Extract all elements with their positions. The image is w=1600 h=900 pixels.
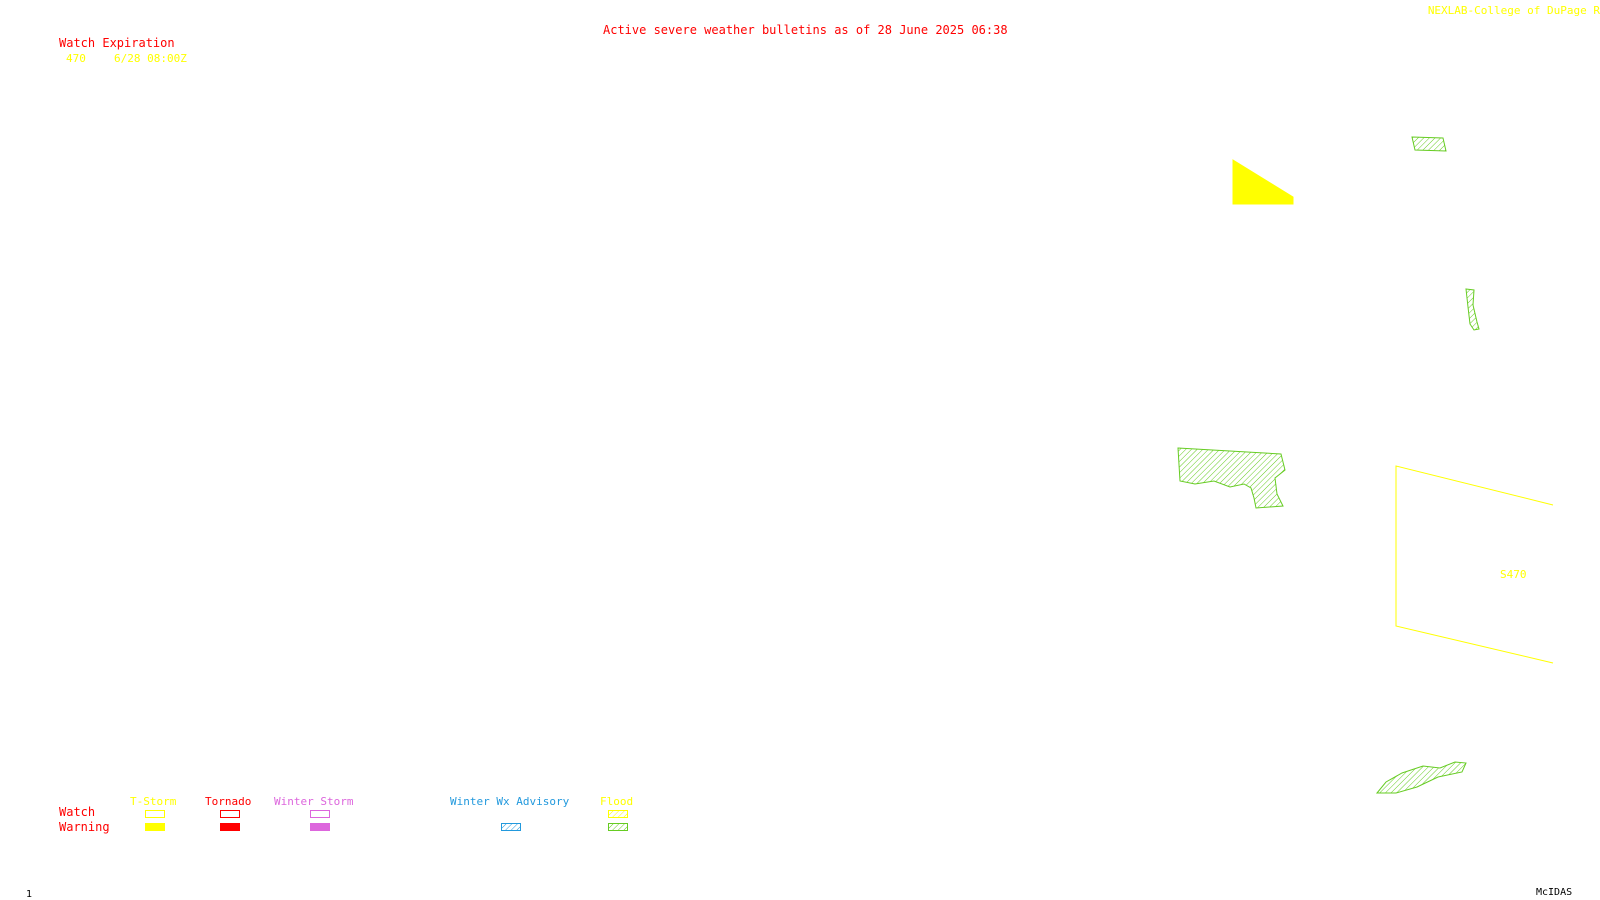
legend-winter-storm-warning-swatch: [310, 823, 330, 831]
legend-tornado-warning-swatch: [220, 823, 240, 831]
watch-expiration-time: 6/28 08:00Z: [114, 52, 187, 65]
software-label: McIDAS: [1536, 887, 1573, 898]
legend-row-warning-label: Warning: [59, 820, 110, 834]
credit-label: NEXLAB-College of DuPage R: [1427, 4, 1600, 17]
legend-flood-label: Flood: [600, 795, 634, 808]
legend-winter-wx-advisory-label: Winter Wx Advisory: [450, 795, 570, 808]
flood-warning-polygon[interactable]: [1465, 288, 1480, 331]
watch-box-label: S470: [1500, 568, 1527, 581]
legend-row-watch-label: Watch: [59, 805, 96, 819]
legend-tstorm-watch-swatch: [145, 810, 165, 818]
legend-winter-storm-label: Winter Storm: [274, 795, 354, 808]
legend-flood-warning-swatch: [608, 823, 628, 831]
legend-winter-wx-advisory-swatch: [501, 823, 521, 831]
page-title: Active severe weather bulletins as of 28…: [603, 23, 1008, 37]
watch-expiration-number: 470: [66, 52, 86, 65]
legend-winter-storm-watch-swatch: [310, 810, 330, 818]
flood-warning-polygon[interactable]: [1375, 761, 1467, 794]
legend-tstorm-warning-swatch: [145, 823, 165, 831]
flood-warning-polygon[interactable]: [1177, 447, 1286, 509]
flood-warning-polygon[interactable]: [1411, 136, 1447, 152]
legend-tornado-watch-swatch: [220, 810, 240, 818]
frame-number: 1: [26, 889, 33, 900]
legend-flood-watch-swatch: [608, 810, 628, 818]
tstorm-warning-polygon[interactable]: [1232, 159, 1294, 205]
watch-box-outline[interactable]: [1395, 465, 1554, 664]
watch-expiration-heading: Watch Expiration: [59, 36, 175, 50]
legend-tstorm-label: T-Storm: [130, 795, 177, 808]
legend-tornado-label: Tornado: [205, 795, 252, 808]
